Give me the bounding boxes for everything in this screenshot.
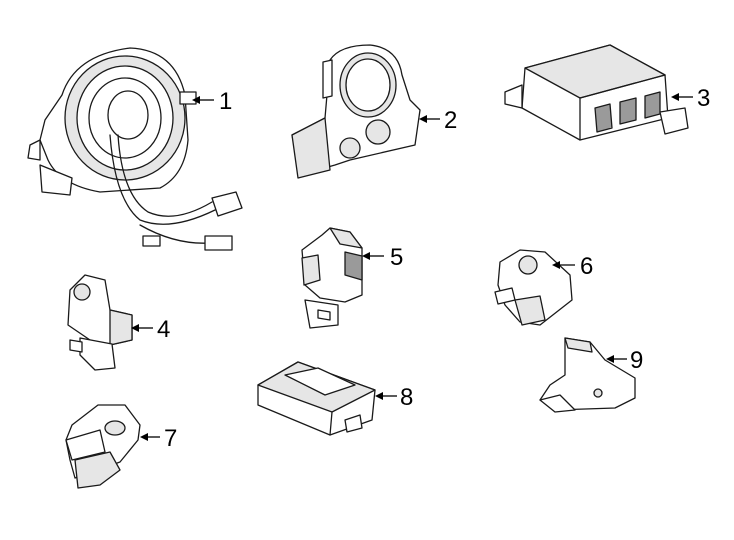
- leader-7: [140, 433, 160, 441]
- callout-3: 3: [697, 85, 710, 112]
- leader-6: [552, 261, 575, 269]
- callout-2: 2: [444, 107, 457, 134]
- part-6-sensor: [494, 249, 573, 326]
- part-4-impact-sensor: [67, 274, 133, 371]
- leader-2: [419, 115, 440, 123]
- part-3-control-module: [504, 44, 689, 141]
- part-8-module: [257, 361, 376, 436]
- callout-7: 7: [164, 425, 177, 452]
- leader-5: [362, 252, 384, 260]
- part-7-sensor: [65, 404, 141, 489]
- callout-6: 6: [580, 253, 593, 280]
- part-9-bracket: [539, 337, 636, 413]
- callout-9: 9: [630, 347, 643, 374]
- leader-9: [606, 355, 627, 363]
- part-2-sensor-housing: [291, 44, 421, 179]
- leader-4: [131, 324, 153, 332]
- leader-8: [375, 392, 397, 400]
- callout-5: 5: [390, 244, 403, 271]
- part-5-sensor: [301, 227, 363, 329]
- callout-4: 4: [157, 316, 170, 343]
- leader-3: [671, 93, 693, 101]
- callout-1: 1: [219, 88, 232, 115]
- part-1-clock-spring: [27, 47, 243, 251]
- leader-1: [192, 96, 214, 104]
- callout-8: 8: [400, 384, 413, 411]
